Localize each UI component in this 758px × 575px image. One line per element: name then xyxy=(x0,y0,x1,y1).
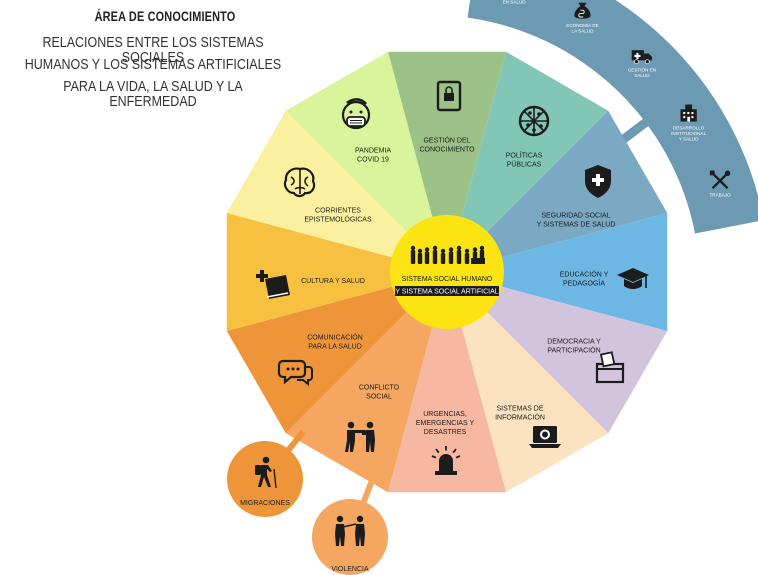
segment-urgencias xyxy=(387,272,507,493)
masked-face-icon xyxy=(341,98,371,130)
bubble-label: VIOLENCIA xyxy=(331,566,369,573)
segment-label: CULTURA Y SALUD xyxy=(301,278,365,285)
segment-conflicto xyxy=(285,272,447,493)
center-label-line-1: SISTEMA SOCIAL HUMANO xyxy=(402,276,493,283)
side-panel-item-label: ECONOMÍA DE xyxy=(566,22,598,28)
segment-label: SEGURIDAD SOCIAL xyxy=(541,213,610,220)
segment-label: SISTEMAS DE xyxy=(496,406,543,413)
segment-politicas xyxy=(447,51,609,272)
money-bag-icon xyxy=(574,2,591,19)
segment-label: DESASTRES xyxy=(424,429,467,436)
segment-label: EDUCACIÓN Y xyxy=(560,270,609,279)
diagram-subtitle-line-2: HUMANOS Y LOS SISTEMAS ARTIFICIALES xyxy=(24,57,282,73)
segment-label: EPISTEMOLÓGICAS xyxy=(304,214,372,223)
segment-label: PÚBLICAS xyxy=(507,159,542,168)
segment-label: CONFLICTO xyxy=(359,385,400,392)
hiker-icon xyxy=(255,456,277,489)
segment-label: GESTIÓN DEL xyxy=(423,136,470,145)
ballot-box-icon xyxy=(595,351,625,384)
book-medical-icon xyxy=(256,270,290,299)
segment-label: CORRIENTES xyxy=(315,208,361,215)
diagram-title: ÁREA DE CONOCIMIENTO xyxy=(94,8,236,24)
bubble-violencia xyxy=(312,499,388,575)
segment-democracia xyxy=(447,272,668,434)
fighters-icon xyxy=(345,421,375,452)
side-panel-item-label: TRABAJO xyxy=(709,193,731,198)
side-panel-item-label: Y SALUD xyxy=(679,137,699,142)
segment-label: URGENCIAS, xyxy=(423,411,467,418)
segment-comunicacion xyxy=(226,272,447,434)
segment-gestion xyxy=(387,51,507,272)
segment-label: PEDAGOGÍA xyxy=(563,278,605,287)
side-panel-item-label: INSTITUCIONAL xyxy=(671,131,706,136)
building-icon xyxy=(680,104,697,122)
center-hub xyxy=(390,215,504,329)
center-label-band xyxy=(395,286,499,296)
ambulance-icon xyxy=(631,50,653,65)
armed-figures-icon xyxy=(335,515,365,546)
lock-icon xyxy=(436,80,462,112)
segment-label: DEMOCRACIA Y xyxy=(547,339,601,346)
segment-label: COMUNICACIÓN xyxy=(307,333,363,342)
center-label-line-2: Y SISTEMA SOCIAL ARTIFICIAL xyxy=(395,289,498,296)
diagram-subtitle-line-3: PARA LA VIDA, LA SALUD Y LA ENFERMEDAD xyxy=(63,79,243,110)
segment-label: EMERGENCIAS Y xyxy=(416,420,475,427)
segment-educacion xyxy=(447,212,668,332)
pizza-icon xyxy=(518,105,550,137)
people-silhouettes-icon xyxy=(410,245,485,264)
side-panel xyxy=(467,0,758,234)
chat-bubbles-icon xyxy=(277,359,313,387)
segment-label: CONOCIMIENTO xyxy=(419,146,475,153)
shield-icon xyxy=(585,165,611,198)
side-panel-item-label: LA SALUD xyxy=(572,28,595,33)
segment-label: INFORMACIÓN xyxy=(495,412,545,421)
tools-icon xyxy=(709,170,731,190)
segment-pandemia xyxy=(285,51,447,272)
segment-label: COVID 19 xyxy=(357,156,389,163)
side-panel-item-label: GESTIÓN EN xyxy=(628,67,656,73)
side-panel-item-label: SALUD xyxy=(634,73,650,78)
graduation-cap-icon xyxy=(617,268,649,289)
segment-label: PARTICIPACIÓN xyxy=(547,345,600,354)
segment-label: PARA LA SALUD xyxy=(308,343,362,350)
brain-icon xyxy=(283,167,316,198)
segment-seguridad xyxy=(447,110,668,272)
segment-sistemas xyxy=(447,272,609,493)
laptop-gear-icon xyxy=(529,426,561,448)
segment-label: POLÍTICAS xyxy=(506,151,543,160)
siren-icon xyxy=(431,446,461,475)
segment-label: SOCIAL xyxy=(366,393,392,400)
segment-cultura xyxy=(226,212,447,332)
segment-corrientes xyxy=(226,110,447,272)
side-panel-item-label: DESARROLLO xyxy=(673,125,705,130)
segment-label: Y SISTEMAS DE SALUD xyxy=(537,221,616,228)
bubble-label: MIGRACIONES xyxy=(240,500,290,507)
segment-label: PANDEMIA xyxy=(355,148,391,155)
side-panel-item-label: EN SALUD xyxy=(503,0,527,4)
diagram-subtitle-line-1: RELACIONES ENTRE LOS SISTEMAS SOCIALES xyxy=(42,35,264,66)
